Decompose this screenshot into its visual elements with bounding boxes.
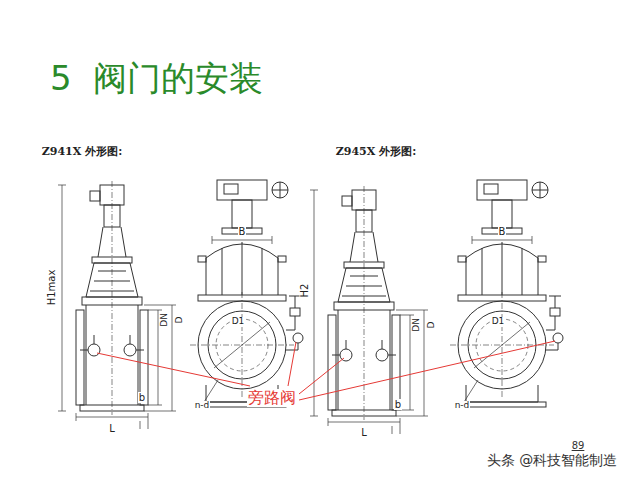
page-number: 89 <box>571 440 586 451</box>
slide-title: 5 阀门的安装 <box>50 58 263 99</box>
callout-label: 旁路阀 <box>247 389 297 407</box>
figure-heading: Z945X 外形图: <box>335 146 417 158</box>
dimension-label: b <box>138 392 146 403</box>
dimension-label: n-d <box>194 401 211 411</box>
dimension-label: B <box>498 226 507 237</box>
leader-line <box>97 341 555 400</box>
dimension-label: DN <box>160 312 170 328</box>
dimension-label: b <box>394 399 402 410</box>
dimension-label: DN <box>412 317 422 333</box>
figure-heading: Z941X 外形图: <box>41 146 123 158</box>
dimension-label: D1 <box>491 317 506 327</box>
dimension-label: H1max <box>46 268 57 306</box>
dimension-label: L <box>360 427 368 438</box>
dimension-label: B <box>238 226 247 237</box>
dimension-label: n-d <box>454 401 471 411</box>
dimension-label: H2 <box>299 282 310 298</box>
dimension-label: D1 <box>231 317 246 327</box>
dimension-label: D <box>426 321 436 330</box>
dimension-label: L <box>108 423 116 434</box>
dimension-label: D <box>174 316 184 325</box>
watermark: 头条 @科技智能制造 <box>486 453 618 468</box>
